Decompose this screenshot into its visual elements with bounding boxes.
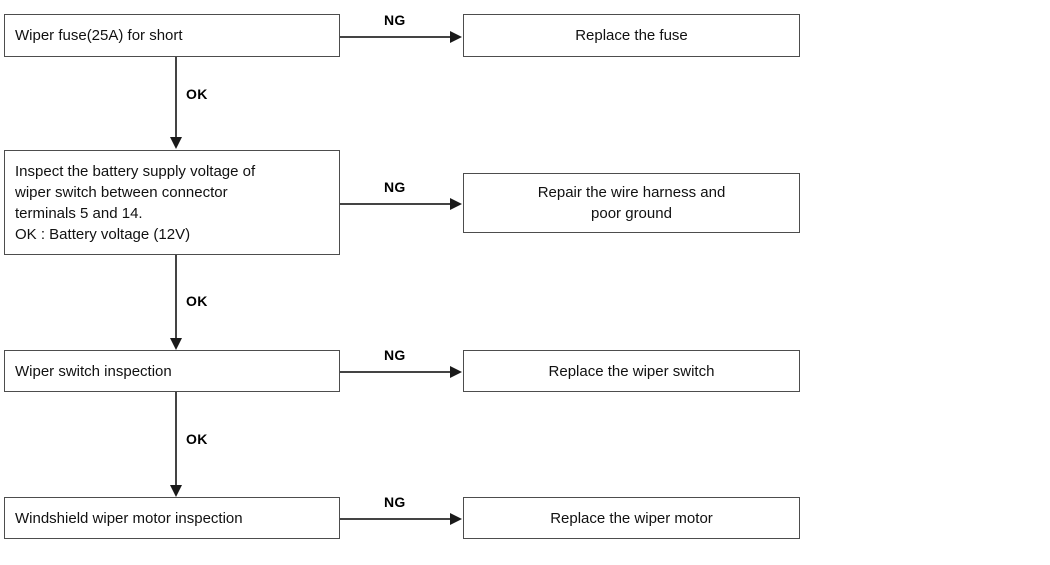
ok-connector-line-1 [175, 57, 177, 137]
ng-arrowhead-3 [450, 366, 462, 378]
ng-arrowhead-1 [450, 31, 462, 43]
ng-arrowhead-2 [450, 198, 462, 210]
flow-node-result-4: Replace the wiper motor [463, 497, 800, 539]
ng-edge-label-4: NG [384, 494, 406, 510]
ok-arrowhead-3 [170, 485, 182, 497]
flow-node-label: Inspect the battery supply voltage of wi… [15, 162, 256, 243]
ok-edge-label-1: OK [186, 86, 208, 102]
flow-node-step-3: Wiper switch inspection [4, 350, 340, 392]
flow-node-label: Wiper switch inspection [15, 362, 172, 380]
flow-node-step-4: Windshield wiper motor inspection [4, 497, 340, 539]
ng-arrowhead-4 [450, 513, 462, 525]
ng-edge-label-1: NG [384, 12, 406, 28]
flow-node-label: Replace the wiper switch [548, 362, 715, 380]
ng-connector-line-4 [340, 518, 450, 520]
ok-edge-label-3: OK [186, 431, 208, 447]
flow-node-label: Wiper fuse(25A) for short [15, 27, 183, 44]
flow-node-step-2: Inspect the battery supply voltage of wi… [4, 150, 340, 255]
ng-connector-line-2 [340, 203, 450, 205]
flow-node-result-3: Replace the wiper switch [463, 350, 800, 392]
flow-node-step-1: Wiper fuse(25A) for short [4, 14, 340, 57]
ng-connector-line-3 [340, 371, 450, 373]
ok-edge-label-2: OK [186, 293, 208, 309]
ng-edge-label-2: NG [384, 179, 406, 195]
flow-node-label: Repair the wire harness and poor ground [537, 184, 726, 222]
flow-node-label: Replace the wiper motor [550, 509, 713, 527]
flow-node-result-2: Repair the wire harness and poor ground [463, 173, 800, 233]
ng-connector-line-1 [340, 36, 450, 38]
ok-connector-line-2 [175, 255, 177, 338]
ok-arrowhead-2 [170, 338, 182, 350]
flow-node-label: Replace the fuse [575, 27, 688, 44]
flow-node-label: Windshield wiper motor inspection [15, 509, 243, 527]
flow-node-result-1: Replace the fuse [463, 14, 800, 57]
ok-arrowhead-1 [170, 137, 182, 149]
ok-connector-line-3 [175, 392, 177, 485]
ng-edge-label-3: NG [384, 347, 406, 363]
